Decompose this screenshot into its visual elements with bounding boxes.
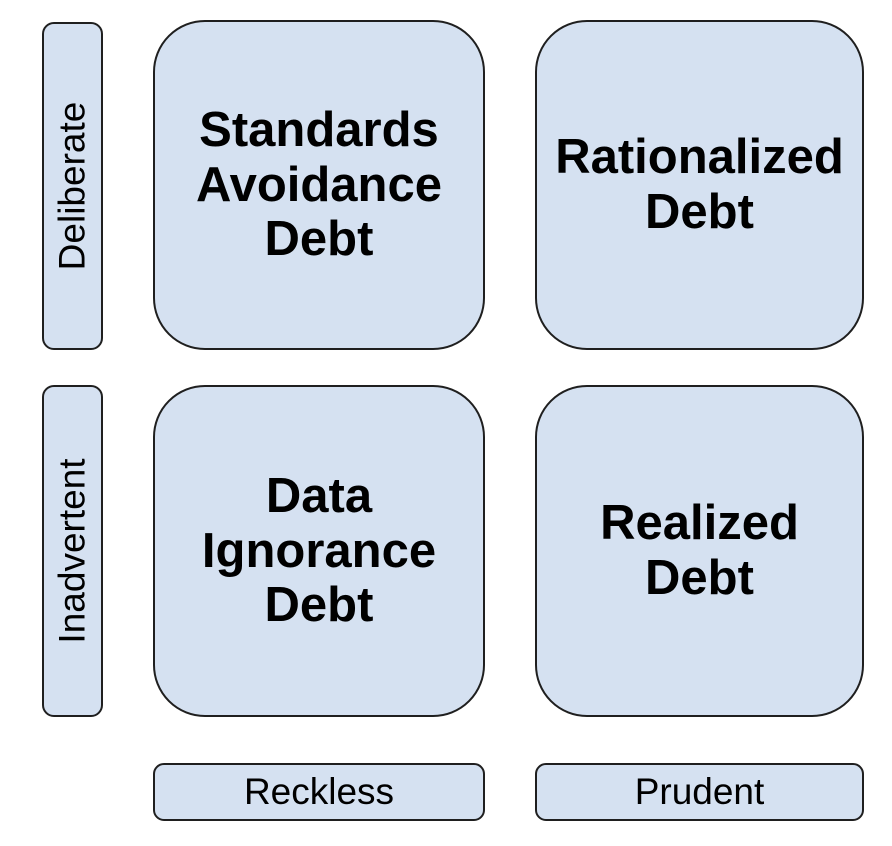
quadrant-realized-debt: Realized Debt <box>535 385 864 717</box>
quadrant-rationalized-debt: Rationalized Debt <box>535 20 864 350</box>
quadrant-standards-avoidance-debt: Standards Avoidance Debt <box>153 20 485 350</box>
quadrant-data-ignorance-debt: Data Ignorance Debt <box>153 385 485 717</box>
col-label-prudent: Prudent <box>535 763 864 821</box>
row-label-deliberate-text: Deliberate <box>51 101 93 271</box>
row-label-inadvertent: Inadvertent <box>42 385 103 717</box>
row-label-deliberate: Deliberate <box>42 22 103 350</box>
col-label-reckless: Reckless <box>153 763 485 821</box>
row-label-inadvertent-text: Inadvertent <box>51 458 93 644</box>
